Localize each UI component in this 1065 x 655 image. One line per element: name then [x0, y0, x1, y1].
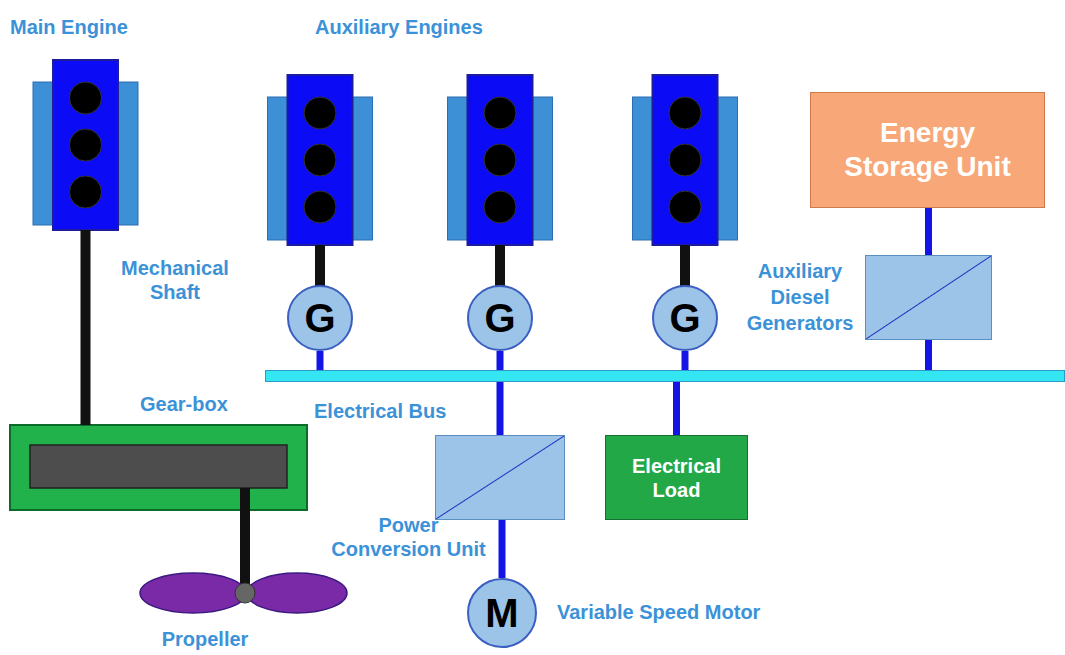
- generator-circle: G: [652, 285, 718, 351]
- electrical-line: [497, 351, 504, 370]
- node-caption: Electrical Bus: [314, 399, 446, 423]
- node-caption: Power Conversion Unit: [331, 513, 486, 561]
- electrical-line: [497, 382, 504, 435]
- node-text: G: [304, 294, 335, 342]
- node-caption: Auxiliary Diesel Generators: [739, 258, 861, 336]
- node-text: G: [484, 294, 515, 342]
- propeller-hub: [235, 583, 255, 603]
- node-caption: Main Engine: [10, 15, 128, 39]
- propeller-blade: [247, 573, 347, 613]
- auxiliary-engine-icon: [448, 75, 553, 245]
- engine-shaft: [680, 245, 690, 287]
- load-box: Electrical Load: [605, 435, 748, 520]
- motor-circle: MVariable Speed Motor: [467, 578, 537, 648]
- converter-box: Power Conversion Unit: [435, 435, 565, 520]
- node-text: M: [485, 589, 518, 637]
- generator-circle: G: [467, 285, 533, 351]
- electrical-line: [499, 520, 506, 578]
- auxiliary-engine-icon: [633, 75, 738, 245]
- node-text: Energy Storage Unit: [833, 116, 1023, 183]
- electrical-line: [682, 351, 689, 370]
- bus-bar: Electrical Bus: [265, 370, 1065, 382]
- diagram-label: Mechanical Shaft: [105, 256, 245, 304]
- storage-box: Energy Storage Unit: [810, 92, 1045, 208]
- electrical-line: [925, 208, 932, 255]
- node-caption: Propeller: [130, 627, 280, 651]
- mechanical-shaft: [81, 230, 91, 425]
- engine-shaft: [495, 245, 505, 287]
- propeller: Propeller: [140, 572, 350, 614]
- generator-circle: G: [287, 285, 353, 351]
- diagram-label: Auxiliary Engines: [315, 15, 483, 39]
- main-engine-icon: [33, 60, 138, 230]
- propeller-shaft: [240, 488, 250, 511]
- gearbox-housing: [10, 425, 307, 510]
- electrical-line: [925, 340, 932, 370]
- gearbox-gear: [30, 445, 287, 488]
- mechanical-shaft: [240, 510, 250, 572]
- node-text: G: [669, 294, 700, 342]
- node-text: Electrical Load: [622, 454, 732, 502]
- auxiliary-engine-icon: [268, 75, 373, 245]
- node-caption: Gear-box: [140, 392, 228, 416]
- main-engine: Main Engine: [53, 60, 118, 230]
- electrical-line: [317, 351, 324, 370]
- converter-box: Auxiliary Diesel Generators: [865, 255, 992, 340]
- gearbox: Gear-box: [10, 425, 307, 510]
- propeller-blade: [140, 573, 246, 613]
- node-caption: Variable Speed Motor: [557, 600, 760, 624]
- engine-shaft: [315, 245, 325, 287]
- electrical-line: [673, 382, 680, 435]
